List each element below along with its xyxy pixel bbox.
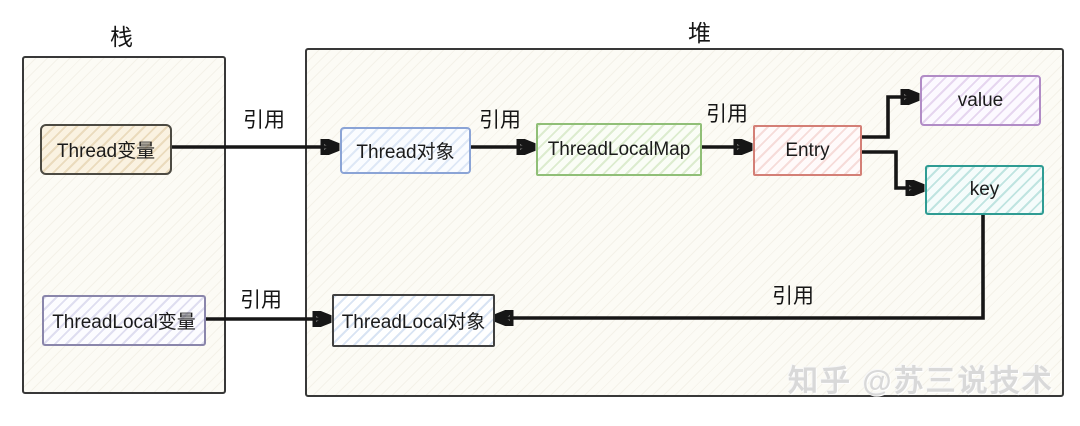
heap-region-title: 堆 [688,20,712,46]
stack-region-title: 栈 [110,24,134,50]
node-key: key [925,165,1044,215]
node-threadlocalmap: ThreadLocalMap [536,123,702,176]
edge-label-reference-5: 引用 [772,285,814,308]
node-value: value [920,75,1041,126]
node-threadlocal-variable: ThreadLocal变量 [42,295,206,346]
node-thread-object: Thread对象 [340,127,471,174]
node-threadlocal-object: ThreadLocal对象 [332,294,495,347]
watermark: 知乎 @苏三说技术 [788,365,1054,398]
node-entry: Entry [753,125,862,176]
edge-label-reference-4: 引用 [240,289,282,312]
edge-label-reference-2: 引用 [479,109,521,132]
node-thread-variable: Thread变量 [40,124,172,175]
edge-label-reference-1: 引用 [243,109,285,132]
edge-label-reference-3: 引用 [706,103,748,126]
